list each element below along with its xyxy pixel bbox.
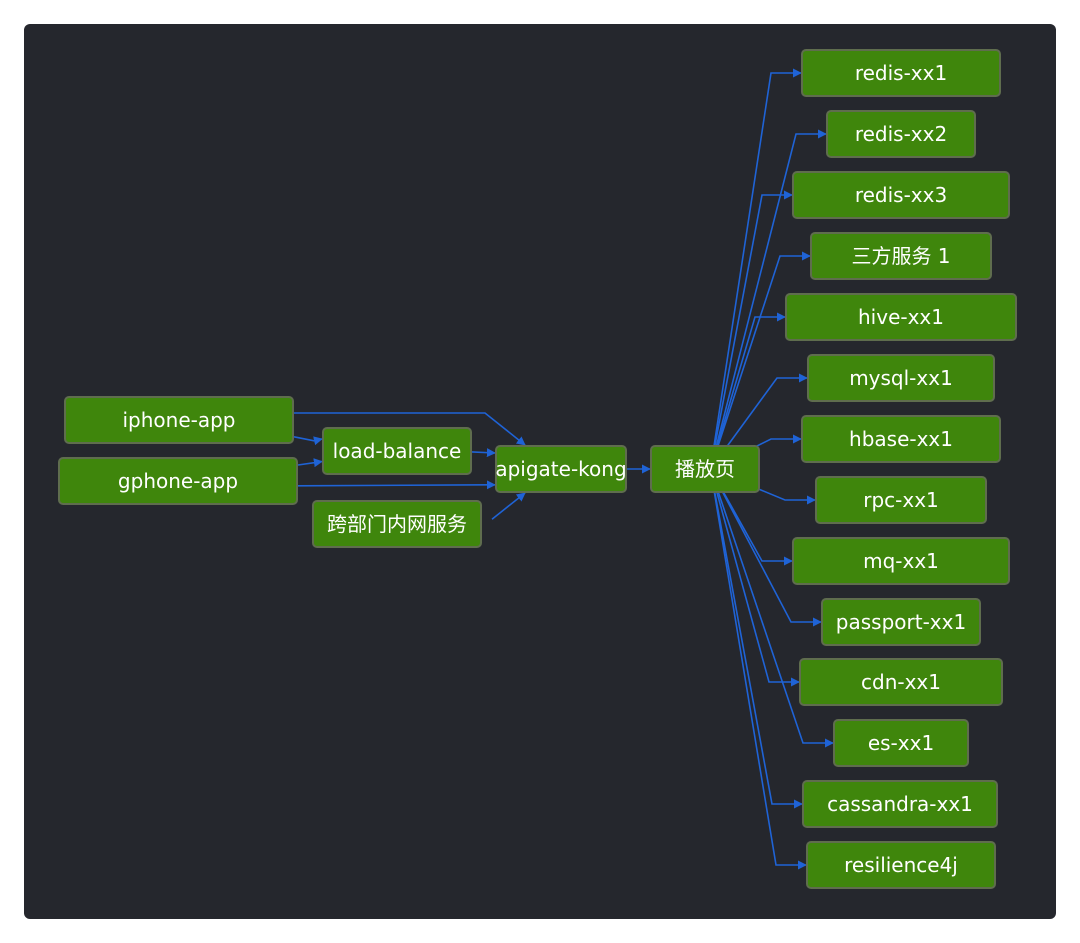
node-internal-service[interactable]: 跨部门内网服务 (312, 500, 482, 548)
node-third-party-1[interactable]: 三方服务 1 (810, 232, 992, 280)
node-es-xx1[interactable]: es-xx1 (833, 719, 969, 767)
node-play-page[interactable]: 播放页 (650, 445, 760, 493)
node-cassandra-xx1[interactable]: cassandra-xx1 (802, 780, 998, 828)
node-iphone-app[interactable]: iphone-app (64, 396, 294, 444)
node-rpc-xx1[interactable]: rpc-xx1 (815, 476, 987, 524)
node-hive-xx1[interactable]: hive-xx1 (785, 293, 1017, 341)
node-redis-xx2[interactable]: redis-xx2 (826, 110, 976, 158)
node-mysql-xx1[interactable]: mysql-xx1 (807, 354, 995, 402)
node-redis-xx3[interactable]: redis-xx3 (792, 171, 1010, 219)
node-hbase-xx1[interactable]: hbase-xx1 (801, 415, 1001, 463)
node-mq-xx1[interactable]: mq-xx1 (792, 537, 1010, 585)
node-passport-xx1[interactable]: passport-xx1 (821, 598, 981, 646)
node-redis-xx1[interactable]: redis-xx1 (801, 49, 1001, 97)
node-apigate-kong[interactable]: apigate-kong (495, 445, 627, 493)
node-load-balance[interactable]: load-balance (322, 427, 472, 475)
node-resilience4j[interactable]: resilience4j (806, 841, 996, 889)
node-cdn-xx1[interactable]: cdn-xx1 (799, 658, 1003, 706)
node-gphone-app[interactable]: gphone-app (58, 457, 298, 505)
